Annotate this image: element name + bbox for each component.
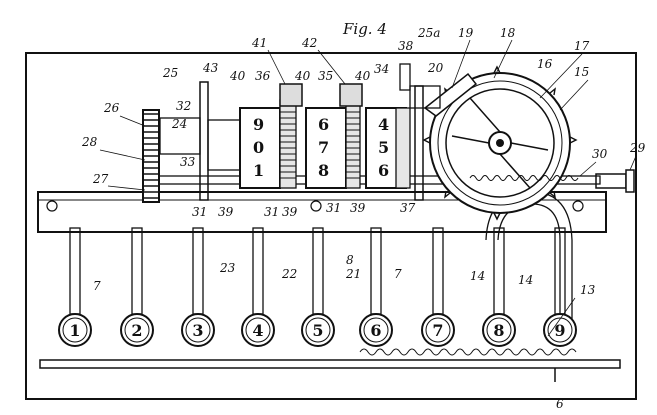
ref-33: 33 <box>180 155 196 169</box>
wheel-right-digit-1: 4 <box>378 115 389 134</box>
ref-14-a: 14 <box>470 269 485 283</box>
key-6[interactable]: 6 <box>359 313 393 347</box>
bottom-rail <box>39 359 621 369</box>
ref-31-b: 31 <box>264 205 279 219</box>
screw-right <box>572 200 584 212</box>
ref-14-b: 14 <box>518 273 533 287</box>
main-bar <box>37 191 607 233</box>
ratchet-teeth <box>143 113 159 199</box>
key-6-label: 6 <box>370 321 381 340</box>
key-2-label: 2 <box>131 321 142 340</box>
key-7-label: 7 <box>432 321 443 340</box>
ref-30: 30 <box>592 147 608 161</box>
carry-block-41 <box>279 83 303 107</box>
wheel-middle-digit-2: 7 <box>318 138 329 157</box>
ref-39-a: 39 <box>218 205 234 219</box>
ref-16: 16 <box>537 57 553 71</box>
key-3[interactable]: 3 <box>181 313 215 347</box>
frame-post-right <box>414 85 424 201</box>
base-plate <box>25 52 637 400</box>
key-stems <box>69 227 566 315</box>
key-8[interactable]: 8 <box>482 313 516 347</box>
drive-gear <box>422 65 578 221</box>
key-9-label: 9 <box>554 321 565 340</box>
hub-24 <box>159 117 201 155</box>
ref-37: 37 <box>400 201 416 215</box>
ref-36: 36 <box>255 69 271 83</box>
ref-8: 8 <box>346 253 354 267</box>
key-4-label: 4 <box>252 321 263 340</box>
wheel-middle-digit-1: 6 <box>318 115 329 134</box>
ref-42: 42 <box>301 36 317 50</box>
pawl-19 <box>423 72 478 117</box>
ref-7-right: 7 <box>394 267 402 281</box>
ref-22: 22 <box>281 267 297 281</box>
carry-block-42 <box>339 83 363 107</box>
ref-13: 13 <box>580 283 596 297</box>
ref-34: 34 <box>374 62 389 76</box>
ref-20: 20 <box>427 61 444 75</box>
number-keys: 1 2 3 4 5 6 7 <box>58 313 577 347</box>
cam-32 <box>207 119 241 171</box>
key-3-label: 3 <box>192 321 203 340</box>
screw-middle <box>310 200 322 212</box>
figure-title: Fig. 4 <box>342 20 387 38</box>
ref-31-a: 31 <box>192 205 207 219</box>
wheel-left-digit-3: 1 <box>253 161 264 180</box>
ref-43: 43 <box>202 61 219 75</box>
frame-post-left <box>199 81 209 201</box>
ref-40-a: 40 <box>229 69 246 83</box>
ref-29: 29 <box>629 141 646 155</box>
screw-left <box>46 200 58 212</box>
number-wheel-middle: 6 7 8 <box>305 99 361 189</box>
wheel-right-digit-2: 5 <box>378 138 389 157</box>
ref-25: 25 <box>162 66 178 80</box>
key-7[interactable]: 7 <box>421 313 455 347</box>
ref-18: 18 <box>500 26 516 40</box>
wheel-right-digit-3: 6 <box>378 161 389 180</box>
ref-23: 23 <box>219 261 236 275</box>
key-9[interactable]: 9 <box>543 313 577 347</box>
return-spring <box>359 348 577 356</box>
ref-32: 32 <box>176 99 191 113</box>
ref-39-b: 39 <box>282 205 298 219</box>
ref-28: 28 <box>81 135 98 149</box>
ref-17: 17 <box>574 39 590 53</box>
ref-26: 26 <box>103 101 120 115</box>
ref-35: 35 <box>318 69 333 83</box>
post-38 <box>399 63 411 91</box>
ref-31-c: 31 <box>326 201 341 215</box>
ref-7-left: 7 <box>93 279 101 293</box>
shaft-knob <box>625 169 635 193</box>
ref-40-c: 40 <box>354 69 371 83</box>
spring-30 <box>469 175 579 181</box>
wheel-left-digit-1: 9 <box>253 115 264 134</box>
key-1[interactable]: 1 <box>58 313 92 347</box>
ref-27: 27 <box>92 172 109 186</box>
wheel-left-digit-2: 0 <box>253 138 264 157</box>
wheel-middle-digit-3: 8 <box>318 161 329 180</box>
key-1-label: 1 <box>69 321 80 340</box>
number-wheel-left: 9 0 1 <box>239 99 297 189</box>
ref-39-c: 39 <box>350 201 366 215</box>
ref-6: 6 <box>556 397 564 411</box>
key-4[interactable]: 4 <box>241 313 275 347</box>
key-8-label: 8 <box>493 321 504 340</box>
ref-40-b: 40 <box>294 69 311 83</box>
block-20 <box>409 85 441 109</box>
key-5-label: 5 <box>312 321 323 340</box>
ref-21: 21 <box>345 267 361 281</box>
ref-38: 38 <box>398 39 414 53</box>
ref-25a: 25a <box>417 26 440 40</box>
reference-numerals: 41 42 38 25a 19 18 17 16 15 43 25 40 36 … <box>81 26 646 411</box>
ref-24: 24 <box>171 117 187 131</box>
key-5[interactable]: 5 <box>301 313 335 347</box>
leader-lines <box>99 39 637 337</box>
number-wheel-right: 4 5 6 <box>365 107 411 189</box>
ref-41: 41 <box>251 36 267 50</box>
ref-19: 19 <box>458 26 474 40</box>
ref-15: 15 <box>574 65 589 79</box>
key-2[interactable]: 2 <box>120 313 154 347</box>
